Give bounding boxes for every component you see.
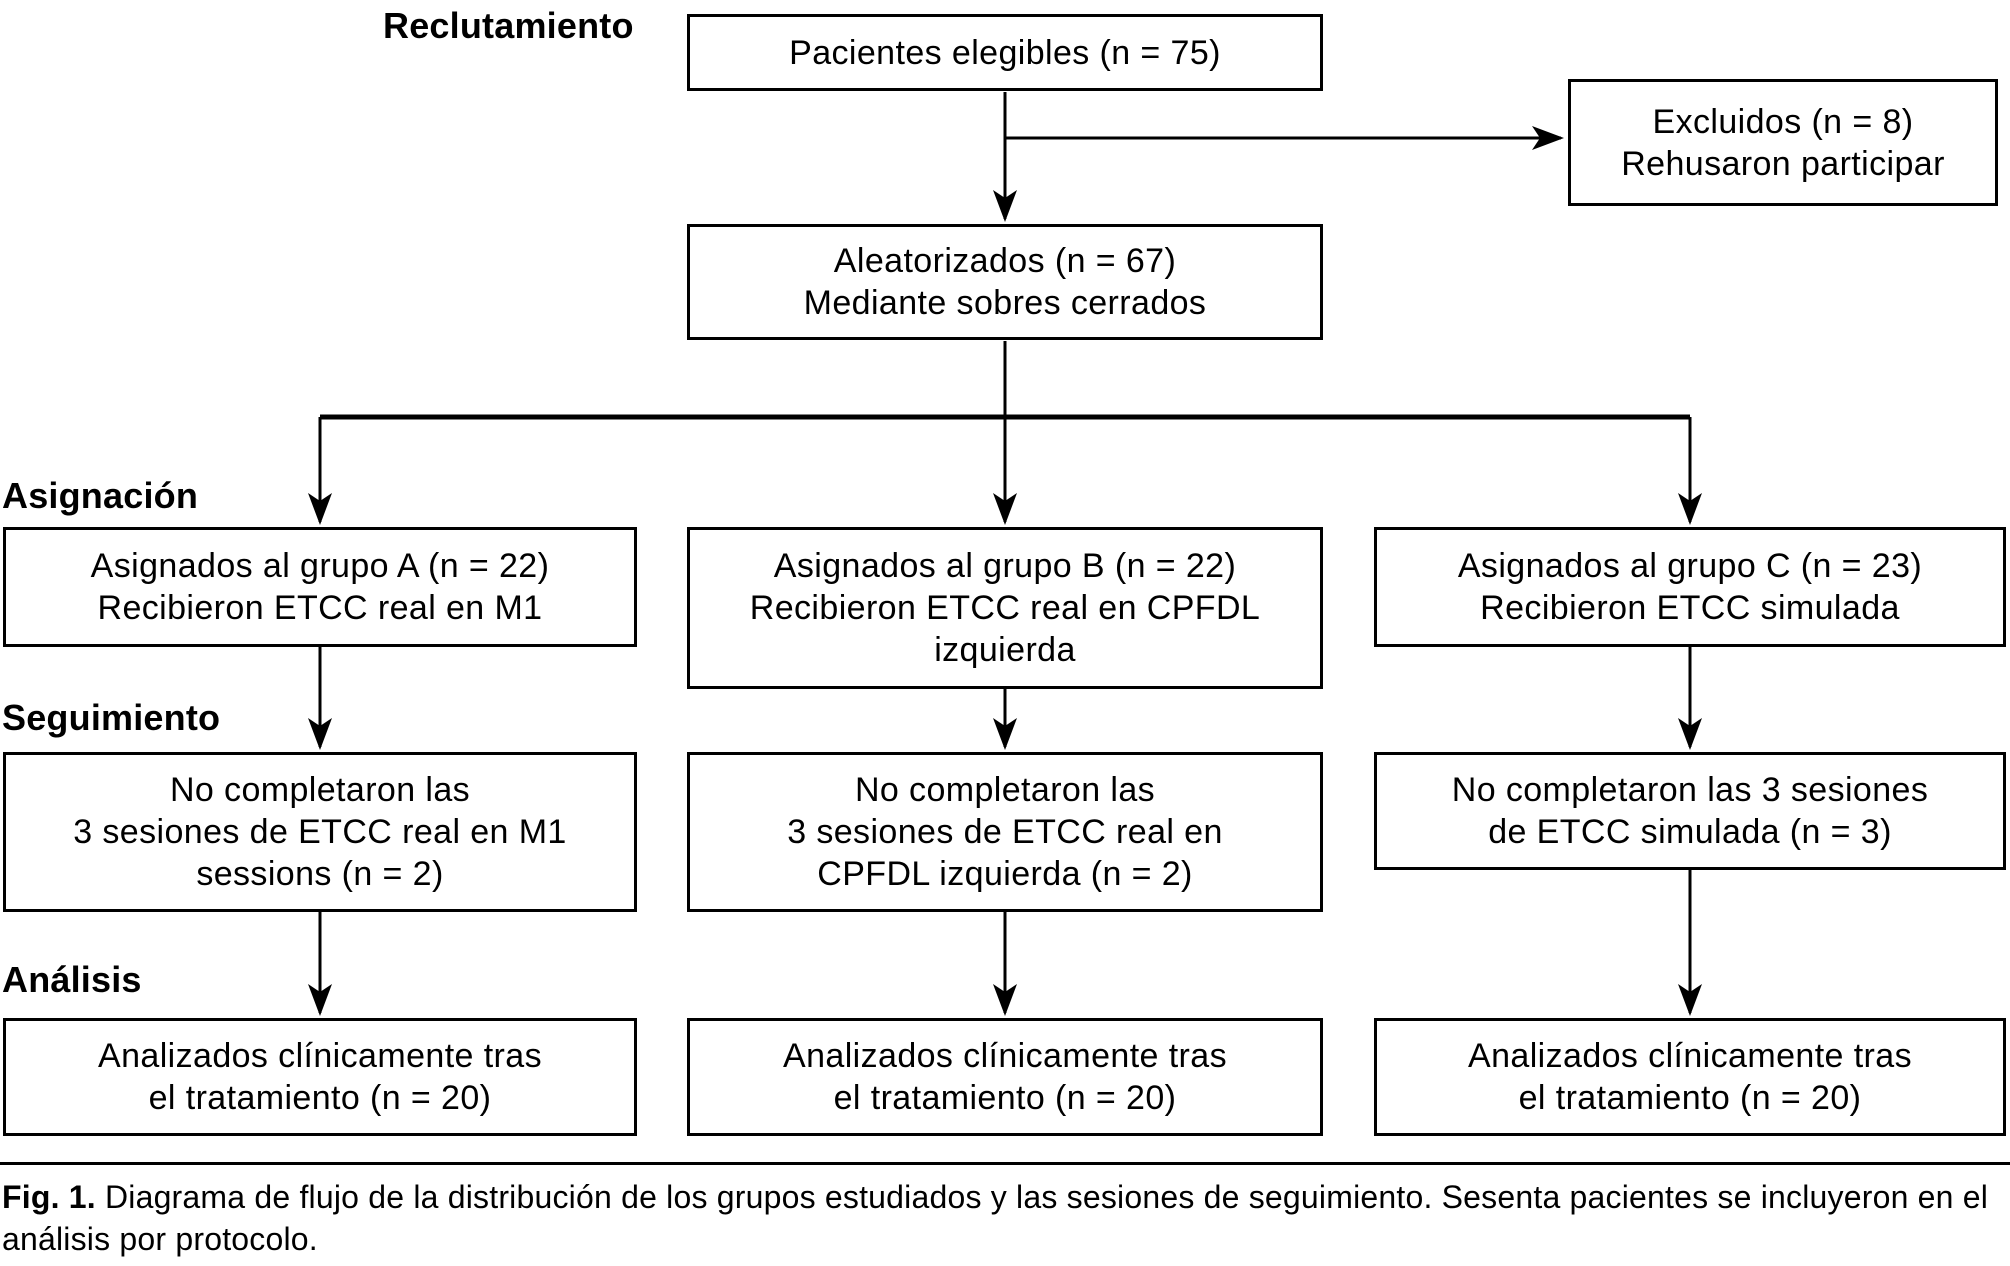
node-analysis-c-line-1: Analizados clínicamente tras <box>1468 1037 1912 1075</box>
node-followup-b: No completaron las 3 sesiones de ETCC re… <box>687 752 1323 912</box>
node-group-a: Asignados al grupo A (n = 22) Recibieron… <box>3 527 637 647</box>
node-analysis-b-line-1: Analizados clínicamente tras <box>783 1037 1227 1075</box>
node-followup-c-line-1: No completaron las 3 sesiones <box>1451 771 1929 809</box>
stage-label-allocation: Asignación <box>2 475 199 516</box>
caption-divider <box>0 1162 2010 1165</box>
node-group-b-line-2: Recibieron ETCC real en CPFDL <box>749 589 1261 627</box>
node-group-c-line-1: Asignados al grupo C (n = 23) <box>1457 547 1923 585</box>
stage-label-analysis: Análisis <box>2 959 142 1000</box>
stage-label-follow-up: Seguimiento <box>2 697 221 738</box>
node-followup-a-line-1: No completaron las <box>169 771 471 809</box>
stage-label-recruitment: Reclutamiento <box>383 5 634 46</box>
node-analysis-c-line-2: el tratamiento (n = 20) <box>1518 1079 1862 1117</box>
figure-caption-text: Diagrama de flujo de la distribución de … <box>2 1179 1989 1257</box>
node-followup-b-line-1: No completaron las <box>854 771 1156 809</box>
node-group-b-line-3: izquierda <box>934 631 1076 669</box>
node-followup-a-line-2: 3 sesiones de ETCC real en M1 <box>73 813 567 851</box>
node-analysis-b-line-2: el tratamiento (n = 20) <box>833 1079 1177 1117</box>
figure-caption-label: Fig. 1. <box>2 1179 96 1215</box>
node-randomized-line-1: Aleatorizados (n = 67) <box>833 242 1177 280</box>
node-analysis-c: Analizados clínicamente tras el tratamie… <box>1374 1018 2006 1136</box>
node-analysis-a-line-2: el tratamiento (n = 20) <box>148 1079 492 1117</box>
node-followup-c: No completaron las 3 sesiones de ETCC si… <box>1374 752 2006 870</box>
node-group-b-line-1: Asignados al grupo B (n = 22) <box>773 547 1237 585</box>
node-randomized-line-2: Mediante sobres cerrados <box>803 284 1207 322</box>
node-analysis-a-line-1: Analizados clínicamente tras <box>98 1037 542 1075</box>
node-excluded-line-2: Rehusaron participar <box>1621 144 1945 183</box>
node-analysis-a: Analizados clínicamente tras el tratamie… <box>3 1018 637 1136</box>
node-followup-c-line-2: de ETCC simulada (n = 3) <box>1488 813 1892 851</box>
node-followup-a-line-3: sessions (n = 2) <box>196 855 444 893</box>
node-group-c: Asignados al grupo C (n = 23) Recibieron… <box>1374 527 2006 647</box>
node-group-b: Asignados al grupo B (n = 22) Recibieron… <box>687 527 1323 689</box>
node-group-c-line-2: Recibieron ETCC simulada <box>1480 589 1900 627</box>
node-randomized: Aleatorizados (n = 67) Mediante sobres c… <box>687 224 1323 340</box>
node-analysis-b: Analizados clínicamente tras el tratamie… <box>687 1018 1323 1136</box>
node-followup-a: No completaron las 3 sesiones de ETCC re… <box>3 752 637 912</box>
node-followup-b-line-2: 3 sesiones de ETCC real en <box>787 813 1223 851</box>
node-excluded-line-1: Excluidos (n = 8) <box>1652 102 1914 141</box>
node-group-a-line-2: Recibieron ETCC real en M1 <box>97 589 543 627</box>
node-eligible-line-1: Pacientes elegibles (n = 75) <box>789 33 1221 72</box>
figure-caption: Fig. 1. Diagrama de flujo de la distribu… <box>2 1176 2004 1260</box>
node-excluded: Excluidos (n = 8) Rehusaron participar <box>1568 79 1998 206</box>
node-eligible: Pacientes elegibles (n = 75) <box>687 14 1323 91</box>
node-followup-b-line-3: CPFDL izquierda (n = 2) <box>817 855 1193 893</box>
node-group-a-line-1: Asignados al grupo A (n = 22) <box>90 547 550 585</box>
